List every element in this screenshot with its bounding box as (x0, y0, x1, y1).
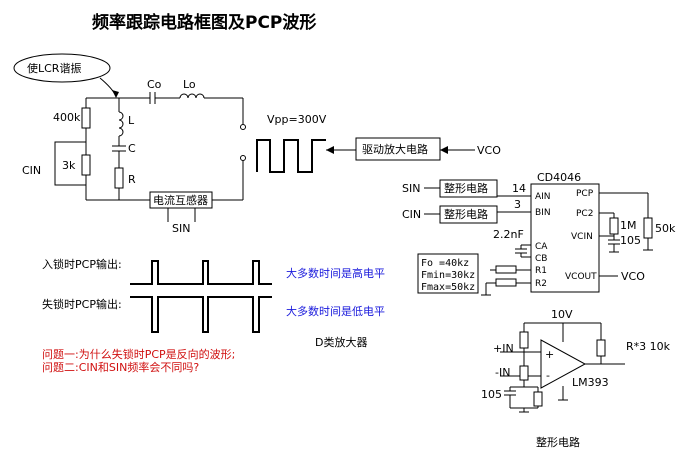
r1m-label: 1M (620, 219, 637, 232)
callout-arrow (99, 77, 117, 97)
unlocked-label: 失锁时PCP输出: (42, 297, 122, 311)
pin-vcin: VCIN (571, 232, 593, 242)
resistor-r2 (495, 278, 517, 287)
shaper-cin-label: 整形电路 (444, 207, 488, 221)
cd4046-chip (530, 183, 600, 293)
pin-ca: CA (535, 242, 548, 252)
cap-22nf-label: 2.2nF (493, 228, 524, 241)
ct-label: 电流互感器 (153, 193, 208, 207)
ct-sin-label: SIN (172, 222, 190, 235)
resistor-50k (643, 217, 653, 239)
resistor-pullup (596, 339, 606, 357)
frequency-box (417, 253, 479, 294)
cin-bracket-bottom (54, 148, 86, 186)
vpp-label: Vpp=300V (267, 113, 327, 126)
vco-label-top: VCO (477, 144, 501, 157)
class-d-amp-label: D类放大器 (315, 335, 367, 349)
resistor-r1 (495, 265, 517, 274)
diagram-title: 频率跟踪电路框图及PCP波形 (92, 12, 316, 33)
resistor-1m (609, 217, 619, 235)
resistor-r (114, 167, 124, 189)
resistor-bottom (533, 391, 543, 407)
driver-arrow (326, 146, 334, 154)
r3-label: R*3 10k (626, 340, 671, 353)
r50k-label: 50k (655, 222, 676, 235)
cin-input-label: CIN (402, 208, 421, 221)
terminal-top (240, 124, 246, 130)
opamp-plus: + (545, 348, 554, 361)
pin-14: 14 (512, 182, 526, 195)
lm393-opamp (540, 339, 587, 389)
current-transformer-box (149, 191, 213, 209)
lm393-label: LM393 (572, 376, 609, 389)
cd4046-title: CD4046 (537, 171, 581, 184)
driver-amp-box (355, 137, 441, 161)
pin-ain: AIN (535, 192, 551, 202)
cin-bracket-top (54, 141, 86, 148)
c-label: C (128, 142, 136, 155)
callout-text: 使LCR谐振 (27, 61, 81, 75)
unlocked-note: 大多数时间是低电平 (286, 304, 385, 318)
co-label: Co (147, 78, 162, 91)
fmax-value: Fmax=50kz (421, 282, 475, 293)
fo-value: Fo =40kz (421, 258, 469, 269)
resistor-net (519, 365, 529, 381)
question-2: 问题二:CIN和SIN频率会不同吗? (42, 360, 199, 374)
sin-input-label: SIN (402, 182, 420, 195)
vco-label-out: VCO (621, 270, 645, 283)
pin-vcout: VCOUT (565, 272, 597, 282)
pin-cb: CB (535, 254, 547, 264)
question-1: 问题一:为什么失锁时PCP是反向的波形; (42, 347, 235, 361)
v10-label: 10V (551, 308, 573, 321)
locked-note: 大多数时间是高电平 (286, 266, 385, 280)
pin-bin: BIN (535, 208, 551, 218)
lo-label: Lo (183, 78, 196, 91)
resistor-3k (81, 154, 91, 176)
shaper-box-cin (439, 205, 498, 224)
l-label: L (128, 114, 135, 127)
l-coil (118, 111, 124, 137)
resistor-fb-top (519, 331, 529, 349)
r3k-label: 3k (62, 159, 76, 172)
pin-pcp: PCP (576, 189, 594, 199)
shaper-caption: 整形电路 (536, 435, 580, 449)
lo-coil (179, 93, 205, 99)
pin-3: 3 (514, 198, 521, 211)
unlocked-pcp-wave (130, 296, 272, 333)
resistor-400k (81, 107, 91, 129)
plus-in-label: +IN (493, 342, 514, 355)
cin-label: CIN (22, 164, 41, 177)
c105-label-cd: 105 (620, 234, 641, 247)
pin-r2: R2 (535, 279, 547, 289)
shaper-box-sin (439, 179, 498, 198)
r400k-label: 400k (53, 111, 81, 124)
minus-in-label: -IN (495, 366, 510, 379)
fmin-value: Fmin=30kz (421, 270, 475, 281)
callout-arrowhead (112, 90, 119, 98)
vco-arrow (440, 146, 448, 154)
terminal-bottom (240, 155, 246, 161)
c105-label-cmp: 105 (481, 388, 502, 401)
driver-label: 驱动放大电路 (362, 142, 428, 156)
opamp-minus: - (546, 369, 550, 382)
locked-label: 入锁时PCP输出: (42, 257, 122, 271)
callout-ellipse (13, 53, 111, 83)
pin-r1: R1 (535, 266, 547, 276)
pin-pc2: PC2 (576, 209, 593, 219)
r-label: R (128, 173, 136, 186)
vpp-square-wave (256, 139, 326, 173)
locked-pcp-wave (130, 260, 272, 285)
shaper-sin-label: 整形电路 (444, 181, 488, 195)
